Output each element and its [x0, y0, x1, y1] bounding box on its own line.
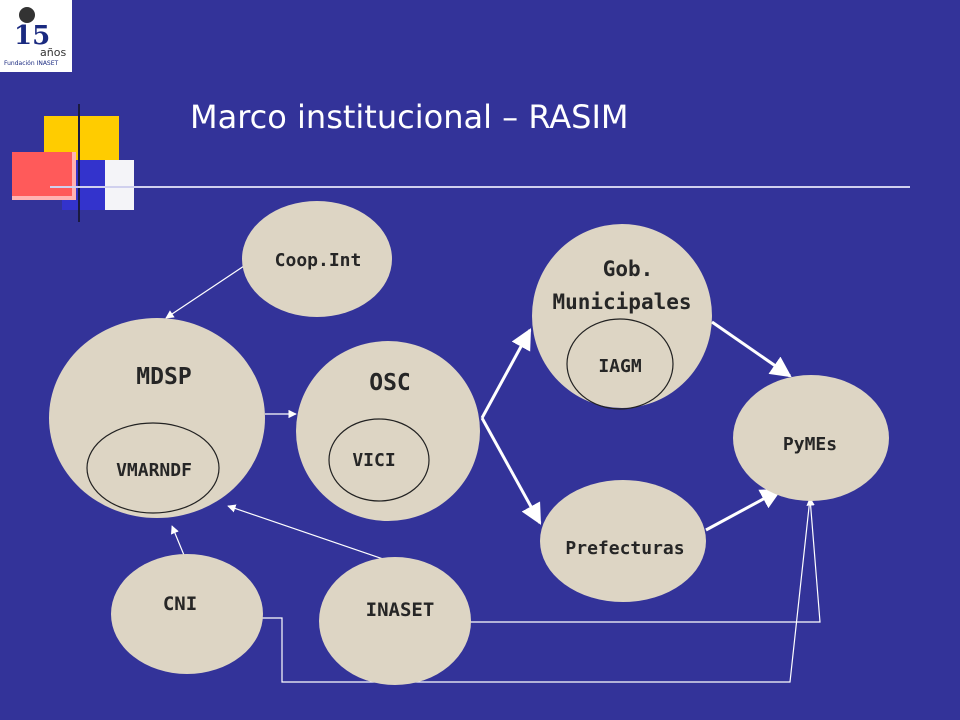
label-inaset: INASET [365, 599, 435, 621]
node-iagm-subset [566, 318, 674, 410]
logo-dot-icon [19, 7, 35, 23]
label-iagm: IAGM [598, 356, 642, 377]
label-mdsp: MDSP [136, 364, 192, 390]
node-inaset [319, 557, 471, 685]
deco-red-square [12, 152, 76, 200]
edge-cni-to-pymes-line [260, 497, 811, 683]
edge-osc-to-gob [480, 328, 532, 419]
label-pymes: PyMEs [782, 434, 838, 455]
label-osc: OSC [369, 370, 411, 396]
label-vici: VICI [352, 450, 396, 471]
edge-coop-to-mdsp [165, 265, 245, 319]
node-coop-int [242, 201, 392, 317]
deco-vertical-line [78, 104, 80, 222]
label-prefecturas: Prefecturas [565, 538, 685, 559]
node-prefecturas [540, 480, 706, 602]
deco-horizontal-line [50, 186, 910, 188]
label-coop-int: Coop.Int [274, 250, 362, 271]
label-municipales: Municipales [552, 290, 692, 314]
edge-prefecturas-to-pymes [705, 488, 782, 532]
edge-inaset-to-mdsp [227, 504, 393, 563]
node-osc [296, 341, 480, 521]
deco-white-square [105, 160, 134, 210]
label-cni: CNI [162, 593, 198, 615]
fundacion-logo: 15 años Fundación INASET [0, 0, 72, 72]
node-vmarndf-subset [86, 422, 220, 514]
logo-number: 15 [14, 21, 51, 51]
edge-gob-to-pymes [711, 320, 792, 378]
node-mdsp [49, 318, 265, 518]
edge-osc-to-prefecturas [480, 417, 542, 525]
node-cni [111, 554, 263, 674]
label-gob: Gob. [602, 257, 654, 281]
node-pymes [733, 375, 889, 501]
logo-organization: Fundación INASET [4, 60, 59, 67]
edge-inaset-to-pymes [470, 497, 821, 623]
logo-anos: años [40, 46, 67, 59]
node-vici-subset [328, 418, 430, 502]
label-vmarndf: VMARNDF [116, 460, 192, 481]
node-gob-municipales [532, 224, 712, 408]
slide-title: Marco institucional – RASIM [190, 98, 629, 136]
